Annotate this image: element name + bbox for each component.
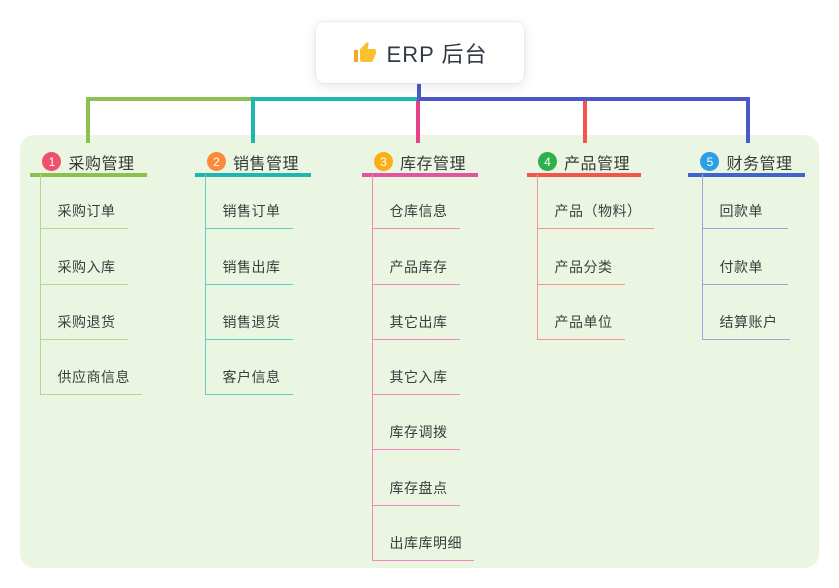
branch-children-2: 销售订单 销售出库 销售退货 客户信息 bbox=[204, 174, 293, 396]
child-node[interactable]: 库存盘点 bbox=[372, 450, 460, 506]
branches-panel bbox=[20, 135, 819, 568]
branch-node-3[interactable]: 3 库存管理 bbox=[362, 150, 478, 173]
branch-node-2[interactable]: 2 销售管理 bbox=[195, 150, 311, 173]
branch-column-2: 2 销售管理 销售订单 销售出库 销售退货 客户信息 bbox=[195, 150, 311, 396]
badge-5: 5 bbox=[700, 152, 720, 171]
child-node[interactable]: 库存调拨 bbox=[372, 395, 460, 451]
branch-column-4: 4 产品管理 产品（物料） 产品分类 产品单位 bbox=[527, 150, 654, 340]
branch-label-2: 销售管理 bbox=[232, 155, 299, 173]
branch-node-1[interactable]: 1 采购管理 bbox=[30, 150, 147, 173]
child-node[interactable]: 产品单位 bbox=[537, 285, 625, 340]
branch-column-5: 5 财务管理 回款单 付款单 结算账户 bbox=[688, 150, 805, 340]
badge-1: 1 bbox=[42, 152, 62, 171]
child-node[interactable]: 其它出库 bbox=[372, 285, 460, 340]
child-node[interactable]: 产品库存 bbox=[372, 229, 460, 285]
branch-node-4[interactable]: 4 产品管理 bbox=[527, 150, 641, 173]
branch-children-1: 采购订单 采购入库 采购退货 供应商信息 bbox=[39, 174, 142, 396]
branch-label-5: 财务管理 bbox=[726, 155, 793, 173]
branch-label-4: 产品管理 bbox=[563, 155, 630, 173]
root-node[interactable]: ERP 后台 bbox=[316, 22, 524, 83]
branch-underline-1 bbox=[30, 173, 147, 177]
branch-underline-4 bbox=[527, 173, 641, 177]
child-node[interactable]: 销售出库 bbox=[205, 229, 293, 285]
child-node[interactable]: 产品（物料） bbox=[537, 174, 654, 230]
connector-bus-branch1 bbox=[86, 97, 256, 101]
connector-bus-branch5 bbox=[417, 97, 750, 101]
badge-3: 3 bbox=[373, 152, 393, 171]
connector-root-stem bbox=[417, 83, 421, 98]
branch-underline-3 bbox=[362, 173, 478, 177]
connector-drop-branch1 bbox=[86, 97, 90, 143]
child-node[interactable]: 销售退货 bbox=[205, 285, 293, 340]
branch-children-4: 产品（物料） 产品分类 产品单位 bbox=[536, 174, 654, 340]
child-node[interactable]: 销售订单 bbox=[205, 174, 293, 230]
child-node[interactable]: 出库库明细 bbox=[372, 506, 474, 562]
child-node[interactable]: 其它入库 bbox=[372, 340, 460, 396]
child-node[interactable]: 付款单 bbox=[702, 229, 788, 285]
child-node[interactable]: 采购入库 bbox=[40, 229, 128, 285]
connector-drop-branch5 bbox=[746, 97, 750, 143]
child-node[interactable]: 回款单 bbox=[702, 174, 788, 230]
root-node-label: ERP 后台 bbox=[386, 41, 488, 67]
connector-bus-branch2 bbox=[255, 97, 417, 101]
child-node[interactable]: 结算账户 bbox=[702, 285, 790, 340]
branch-children-3: 仓库信息 产品库存 其它出库 其它入库 库存调拨 库存盘点 出库库明细 bbox=[371, 174, 474, 562]
child-node[interactable]: 仓库信息 bbox=[372, 174, 460, 230]
child-node[interactable]: 产品分类 bbox=[537, 229, 625, 285]
branch-children-5: 回款单 付款单 结算账户 bbox=[701, 174, 790, 340]
branch-column-1: 1 采购管理 采购订单 采购入库 采购退货 供应商信息 bbox=[30, 150, 147, 396]
branch-label-1: 采购管理 bbox=[68, 155, 135, 173]
connector-drop-branch2 bbox=[251, 97, 255, 143]
child-node[interactable]: 供应商信息 bbox=[40, 340, 142, 396]
branch-node-5[interactable]: 5 财务管理 bbox=[688, 150, 805, 173]
branch-underline-2 bbox=[195, 173, 311, 177]
child-node[interactable]: 采购退货 bbox=[40, 285, 128, 340]
connector-drop-branch3 bbox=[416, 100, 420, 143]
badge-2: 2 bbox=[206, 152, 226, 171]
branch-label-3: 库存管理 bbox=[399, 155, 466, 173]
badge-4: 4 bbox=[537, 152, 557, 171]
connector-drop-branch4 bbox=[583, 100, 587, 143]
branch-underline-5 bbox=[688, 173, 805, 177]
thumbs-up-icon bbox=[353, 41, 377, 65]
child-node[interactable]: 采购订单 bbox=[40, 174, 128, 230]
child-node[interactable]: 客户信息 bbox=[205, 340, 293, 396]
branch-column-3: 3 库存管理 仓库信息 产品库存 其它出库 其它入库 库存调拨 库存盘点 出库库… bbox=[362, 150, 478, 562]
